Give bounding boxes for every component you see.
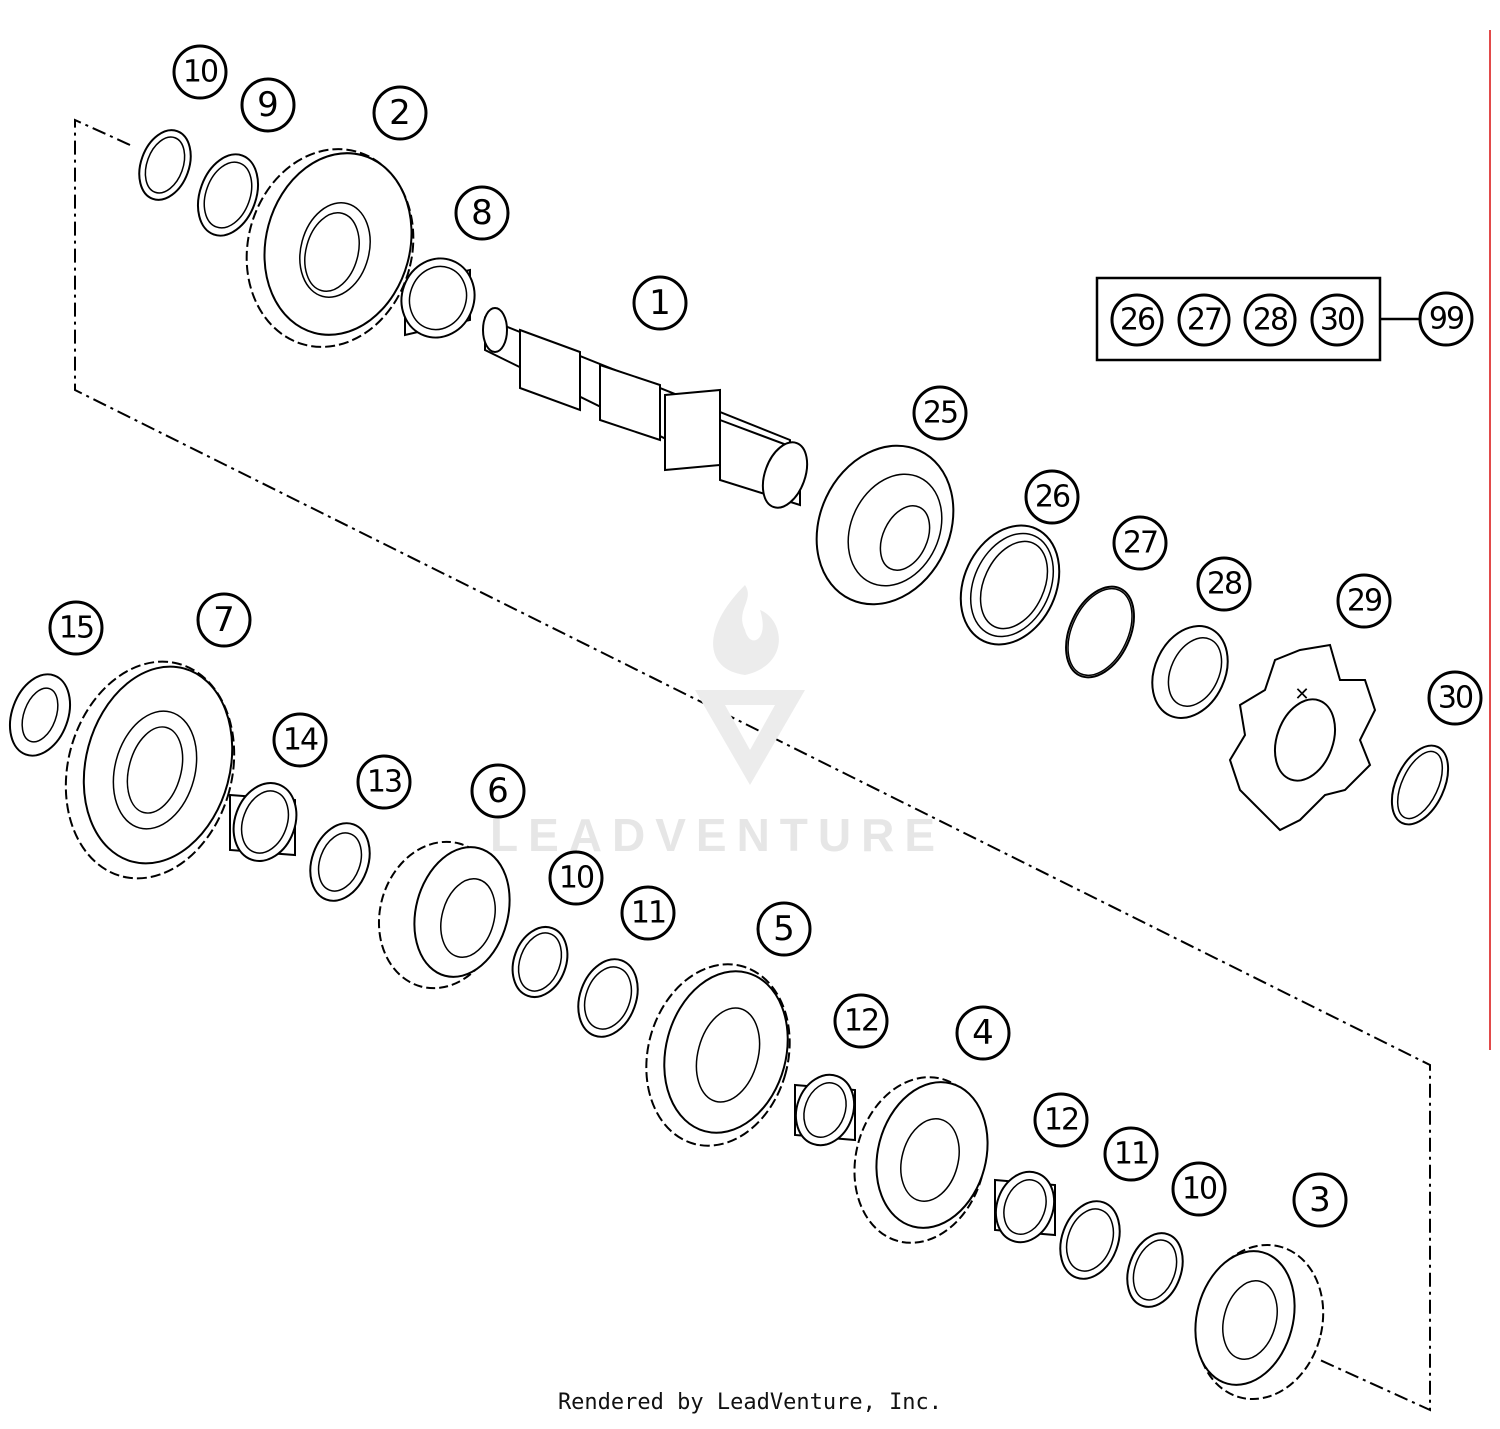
render-credit: Rendered by LeadVenture, Inc. — [557, 1390, 943, 1415]
watermark-logo — [695, 585, 805, 785]
part-washer-9 — [197, 153, 259, 237]
kit-box: 26 27 28 30 99 — [1095, 276, 1474, 362]
callout-number: 12 — [844, 1004, 878, 1039]
part-circlip-30 — [1390, 744, 1450, 826]
callout: 13 — [356, 754, 412, 810]
callout-number: 30 — [1438, 681, 1473, 716]
sprocket-mark-icon: ✕ — [1294, 684, 1309, 705]
callout-number: 10 — [183, 55, 218, 90]
part-circlip-10-mid — [511, 926, 569, 998]
kit-number-callout: 99 — [1418, 291, 1474, 347]
callout-number: 29 — [1347, 584, 1381, 619]
callout: 2 — [372, 85, 428, 141]
callout: 12 — [833, 993, 889, 1049]
callout: 12 — [1033, 1092, 1089, 1148]
part-washer-13 — [309, 822, 371, 902]
kit-item-label: 26 — [1120, 303, 1155, 338]
callout-number: 12 — [1044, 1103, 1078, 1138]
callout: 14 — [272, 712, 328, 768]
page-edge-marker — [1489, 30, 1491, 1050]
callout-number: 9 — [257, 85, 279, 125]
part-spacer-28 — [1151, 625, 1229, 719]
part-gear-6 — [377, 840, 511, 990]
callout-number: 13 — [367, 765, 401, 800]
kit-number-label: 99 — [1429, 302, 1463, 337]
kit-item-label: 28 — [1253, 303, 1288, 338]
callout: 10 — [1171, 1161, 1227, 1217]
part-sprocket-29: ✕ — [1228, 643, 1377, 832]
callout-number: 25 — [923, 396, 957, 431]
part-mainshaft-1 — [482, 307, 809, 509]
callout-number: 4 — [972, 1013, 994, 1053]
part-bushing-8 — [400, 257, 476, 339]
callout: 6 — [470, 763, 526, 819]
callout-number: 1 — [649, 283, 671, 323]
callout-number: 11 — [631, 896, 665, 931]
part-circlip-10-low — [1126, 1232, 1184, 1308]
part-gear-2 — [245, 148, 415, 348]
part-washer-15 — [9, 673, 71, 757]
part-bushing-12-mid — [794, 1073, 856, 1147]
callout-number: 14 — [283, 723, 318, 758]
callout-number: 11 — [1114, 1137, 1148, 1172]
callout-number: 10 — [1182, 1172, 1217, 1207]
assembly-boundary — [74, 118, 1431, 1412]
kit-item-callout: 27 — [1177, 293, 1231, 347]
part-oring-27 — [1065, 585, 1135, 679]
callout-number: 26 — [1035, 480, 1070, 515]
callout-number: 3 — [1309, 1180, 1331, 1220]
kit-item-callout: 28 — [1243, 293, 1297, 347]
callout: 15 — [48, 600, 104, 656]
callout: 11 — [620, 885, 676, 941]
callout: 4 — [955, 1005, 1011, 1061]
callout: 7 — [196, 592, 252, 648]
callout-number: 28 — [1207, 567, 1242, 602]
callout-number: 7 — [213, 600, 235, 640]
part-gear-3 — [1194, 1243, 1325, 1401]
callout-number: 15 — [59, 611, 93, 646]
part-bearing-25 — [815, 444, 955, 606]
callout: 25 — [912, 385, 968, 441]
callout: 1 — [632, 275, 688, 331]
callout: 3 — [1292, 1172, 1348, 1228]
part-circlip-10-top — [138, 129, 192, 201]
part-bushing-12-low — [994, 1170, 1056, 1244]
callout: 28 — [1196, 556, 1252, 612]
callout-number: 6 — [487, 771, 509, 811]
part-gear-7 — [64, 660, 236, 880]
callout: 30 — [1427, 670, 1483, 726]
kit-item-callout: 26 — [1110, 293, 1164, 347]
part-washer-11-mid — [577, 958, 639, 1038]
kit-item-label: 27 — [1187, 303, 1221, 338]
callout: 8 — [454, 185, 510, 241]
part-bushing-14 — [229, 782, 298, 862]
part-washer-11-low — [1059, 1200, 1121, 1280]
callout-number: 27 — [1123, 526, 1157, 561]
part-gear-5 — [645, 963, 791, 1147]
callout: 9 — [240, 77, 296, 133]
callout: 26 — [1024, 469, 1080, 525]
kit-item-callout: 30 — [1310, 293, 1364, 347]
part-gear-4 — [853, 1076, 989, 1244]
callout: 11 — [1103, 1126, 1159, 1182]
callout-number: 2 — [389, 93, 411, 133]
callout-number: 8 — [471, 193, 493, 233]
callouts: 10 9 2 8 1 25 26 27 28 29 30 15 7 14 13 … — [48, 44, 1483, 1228]
watermark-text: LEADVENTURE — [490, 809, 946, 861]
part-seal-26 — [959, 524, 1061, 646]
callout: 10 — [172, 44, 228, 100]
callout-number: 10 — [559, 861, 594, 896]
callout: 27 — [1112, 515, 1168, 571]
callout: 10 — [548, 850, 604, 906]
kit-item-label: 30 — [1320, 303, 1355, 338]
callout: 29 — [1336, 573, 1392, 629]
callout-number: 5 — [773, 909, 795, 949]
callout: 5 — [756, 901, 812, 957]
